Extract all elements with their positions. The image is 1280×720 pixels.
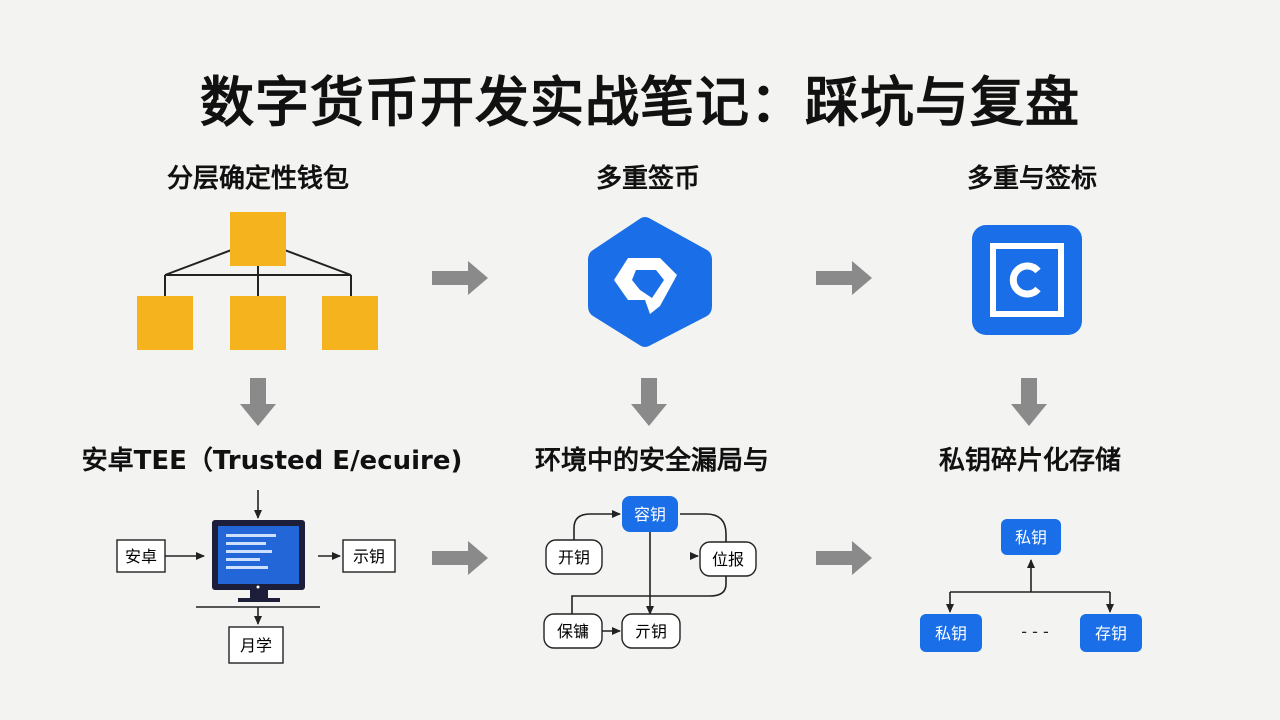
shard-left-text: 私钥 [935,624,967,643]
flow-arrow-down-icon [1011,378,1047,426]
flow-bottom-left-text: 保镛 [557,622,589,641]
tree-leaf-node [322,296,378,350]
key-flow-diagram: 容钥 开钥 位报 保镛 亓钥 [543,496,757,649]
flow-arrow-down-icon [631,378,667,426]
flow-left-node [545,539,603,575]
tee-diagram: 安卓 示钥 月学 [116,490,396,664]
tree-leaf-node [230,296,286,350]
flow-left-text: 开钥 [558,548,590,567]
hexagon-shield-icon [588,217,712,347]
flow-top-text: 容钥 [634,505,666,524]
tee-left-box [116,539,166,573]
flow-arrow-right-icon [816,541,872,575]
flow-right-node [699,541,757,577]
key-shard-label: 私钥碎片化存储 [938,446,1122,476]
key-shard-diagram: 私钥 私钥 - - - 存钥 [920,519,1142,652]
env-security-label: 环境中的安全漏局与 [534,446,770,476]
shard-right-text: 存钥 [1095,624,1127,643]
flow-bottom-right-text: 亓钥 [635,622,667,641]
flow-arrow-right-icon [816,261,872,295]
tree-leaf-node [137,296,193,350]
shard-ellipsis: - - - [1021,622,1049,641]
multisig-label: 多重签币 [595,164,701,194]
page-title: 数字货币开发实战笔记：踩坑与复盘 [200,71,1080,134]
shard-top-node [1001,519,1061,555]
shard-left-node [920,614,982,652]
shard-top-text: 私钥 [1015,528,1047,547]
monitor-icon [212,520,305,602]
hd-wallet-label: 分层确定性钱包 [166,164,350,194]
flow-bottom-right-node [621,613,681,649]
tee-bottom-text: 月学 [240,636,272,655]
android-tee-label: 安卓TEE（Trusted E/ecuire) [81,446,463,476]
tree-diagram-icon [137,212,378,350]
square-c-icon [972,225,1082,335]
flow-arrow-right-icon [432,541,488,575]
flow-arrow-down-icon [240,378,276,426]
tee-right-box [342,539,396,573]
flow-bottom-left-node [543,613,603,649]
flow-top-node [622,496,678,532]
tee-left-text: 安卓 [125,547,157,566]
tee-bottom-box [228,626,284,664]
tee-right-text: 示钥 [353,547,385,566]
multisig-sign-label: 多重与签标 [966,164,1098,194]
flow-arrow-right-icon [432,261,488,295]
tree-root-node [230,212,286,266]
flow-right-text: 位报 [712,550,744,569]
shard-right-node [1080,614,1142,652]
